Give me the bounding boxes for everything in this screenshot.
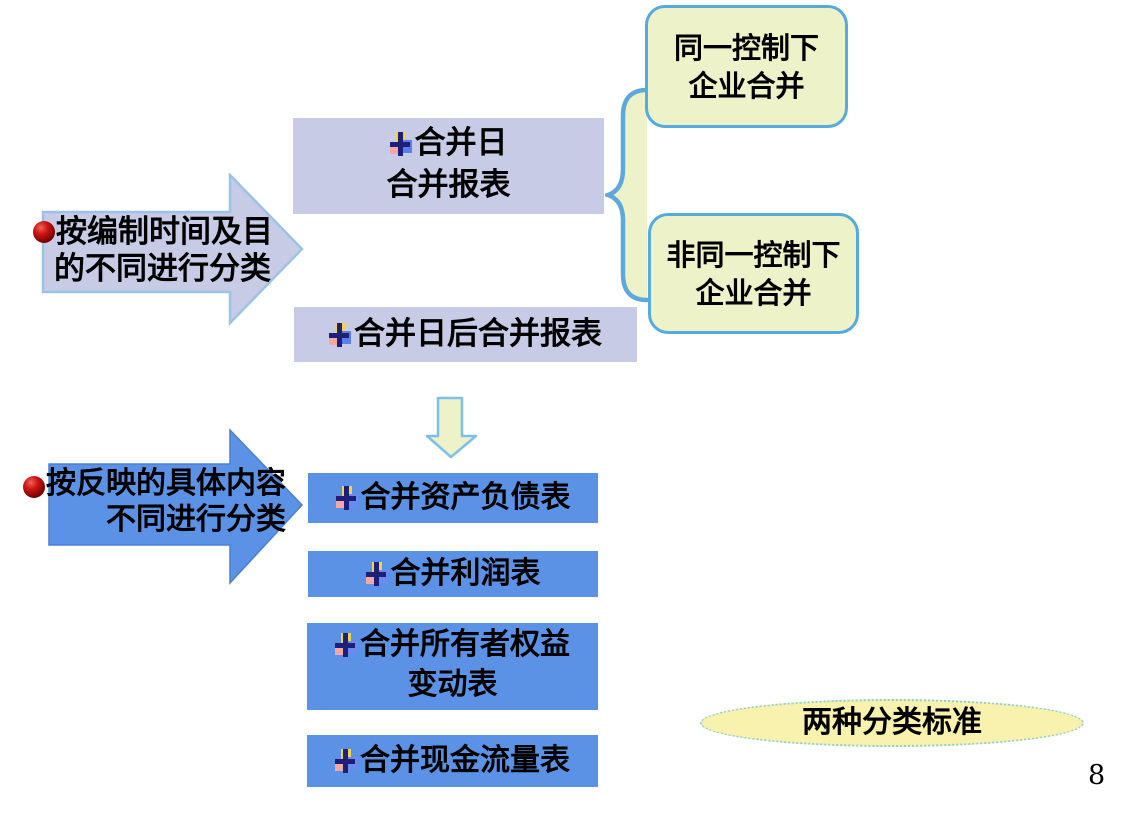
box-merge-date-statements: 合并日 合并报表 [293, 118, 604, 214]
branch-same-control-line1: 同一控制下 [673, 31, 819, 65]
branch-same-control: 同一控制下 企业合并 [645, 5, 848, 128]
box-consolidated-income-statement-label: 合并利润表 [390, 556, 541, 591]
colored-cross-bullet-icon [365, 562, 388, 586]
box-consolidated-equity-changes-line1-wrap: 合并所有者权益 [307, 625, 598, 665]
box-consolidated-income-statement: 合并利润表 [308, 551, 598, 597]
branch-not-same-control-line1: 非同一控制下 [666, 238, 841, 272]
colored-cross-bullet-icon [329, 323, 351, 347]
right-arrow-content-classification [48, 428, 304, 585]
colored-cross-bullet-icon [335, 486, 358, 510]
colored-cross-bullet-icon [389, 132, 412, 156]
time-classification-label-line1: 按编制时间及目 [56, 214, 273, 250]
box-consolidated-equity-changes-line1: 合并所有者权益 [360, 627, 570, 662]
box-consolidated-balance-sheet: 合并资产负债表 [308, 473, 598, 523]
box-consolidated-balance-sheet-label: 合并资产负债表 [360, 480, 571, 515]
page-number: 8 [1088, 760, 1106, 791]
box-consolidated-equity-changes: 合并所有者权益 变动表 [307, 623, 598, 710]
box-merge-date-line1-wrap: 合并日 [293, 122, 604, 164]
summary-ellipse: 两种分类标准 [700, 699, 1084, 747]
box-after-merge-date-statements: 合并日后合并报表 [294, 307, 637, 362]
red-sphere-bullet-icon [33, 221, 55, 243]
time-classification-label-line2: 的不同进行分类 [54, 251, 271, 287]
box-consolidated-cash-flow: 合并现金流量表 [307, 735, 598, 787]
left-curly-brace [605, 87, 650, 303]
box-consolidated-equity-changes-line2: 变动表 [407, 667, 498, 702]
colored-cross-bullet-icon [335, 633, 357, 657]
branch-same-control-line2: 企业合并 [688, 69, 805, 103]
content-classification-label: 按反映的具体内容 不同进行分类 [46, 466, 286, 538]
branch-not-same-control-line2: 企业合并 [695, 276, 812, 310]
branch-not-same-control: 非同一控制下 企业合并 [648, 213, 859, 334]
box-after-merge-date-label: 合并日后合并报表 [354, 316, 602, 352]
right-arrow-time-classification [41, 173, 304, 327]
down-arrow [425, 396, 478, 459]
red-sphere-bullet-icon [23, 476, 45, 498]
box-merge-date-line1: 合并日 [414, 125, 508, 161]
colored-cross-bullet-icon [335, 749, 357, 773]
content-classification-label-line1: 按反映的具体内容 [46, 466, 286, 501]
content-classification-label-line2: 不同进行分类 [106, 502, 286, 537]
box-consolidated-cash-flow-label: 合并现金流量表 [360, 743, 570, 778]
time-classification-label: 按编制时间及目 的不同进行分类 [54, 214, 273, 288]
box-merge-date-line2: 合并报表 [386, 167, 511, 203]
summary-label: 两种分类标准 [802, 705, 982, 740]
